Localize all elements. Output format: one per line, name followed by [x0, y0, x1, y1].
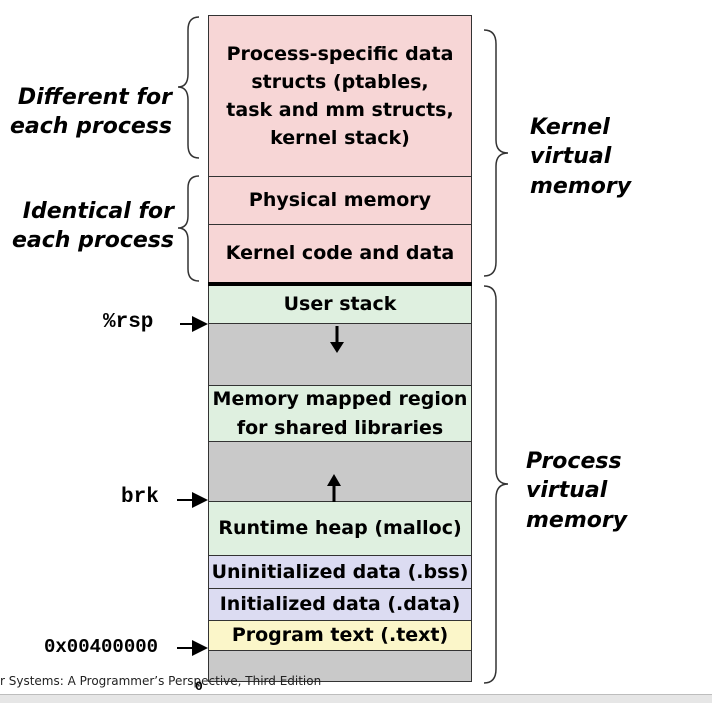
- window-bottom-bar: [0, 694, 712, 703]
- brk-pointer-label: brk: [121, 486, 159, 509]
- right-brace-kernel: [483, 29, 509, 277]
- data-label: Initialized data (.data): [219, 593, 461, 616]
- physical-memory-region: Physical memory: [208, 177, 472, 225]
- kernel-code-region: Kernel code and data: [208, 225, 472, 283]
- rsp-pointer-label: %rsp: [103, 311, 154, 334]
- footer-caption: r Systems: A Programmer’s Perspective, T…: [0, 674, 322, 688]
- data-region: Initialized data (.data): [208, 589, 472, 621]
- process-specific-data-region: Process-specific data structs (ptables, …: [208, 15, 472, 177]
- different-for-each-process-label: Different for each process: [10, 85, 172, 140]
- kernel-code-label: Kernel code and data: [225, 242, 455, 265]
- unmapped-bottom-region: [208, 651, 472, 682]
- shared-libraries-label: Memory mapped region for shared librarie…: [212, 388, 468, 439]
- shared-libraries-region: Memory mapped region for shared librarie…: [208, 386, 472, 442]
- right-brace-process: [483, 285, 509, 684]
- user-stack-region: User stack: [208, 286, 472, 324]
- bss-label: Uninitialized data (.bss): [211, 560, 469, 583]
- identical-for-each-process-label: Identical for each process: [12, 199, 174, 254]
- process-specific-label: Process-specific data structs (ptables, …: [226, 42, 454, 150]
- process-virtual-memory-label: Process virtual memory: [526, 449, 628, 533]
- runtime-heap-label: Runtime heap (malloc): [218, 517, 462, 540]
- text-label: Program text (.text): [231, 624, 449, 647]
- text-start-address-label: 0x00400000: [44, 636, 159, 658]
- text-region: Program text (.text): [208, 621, 472, 651]
- heap-growth-gap: [208, 442, 472, 502]
- user-stack-label: User stack: [283, 293, 397, 316]
- bss-region: Uninitialized data (.bss): [208, 556, 472, 589]
- stack-growth-gap: [208, 324, 472, 386]
- kernel-virtual-memory-label: Kernel virtual memory: [530, 115, 632, 199]
- kernel-user-boundary: [208, 282, 472, 286]
- runtime-heap-region: Runtime heap (malloc): [208, 502, 472, 556]
- physical-memory-label: Physical memory: [248, 189, 432, 212]
- address-zero-label: 0: [195, 679, 203, 694]
- left-brace-different: [177, 16, 200, 159]
- left-brace-identical: [177, 175, 200, 282]
